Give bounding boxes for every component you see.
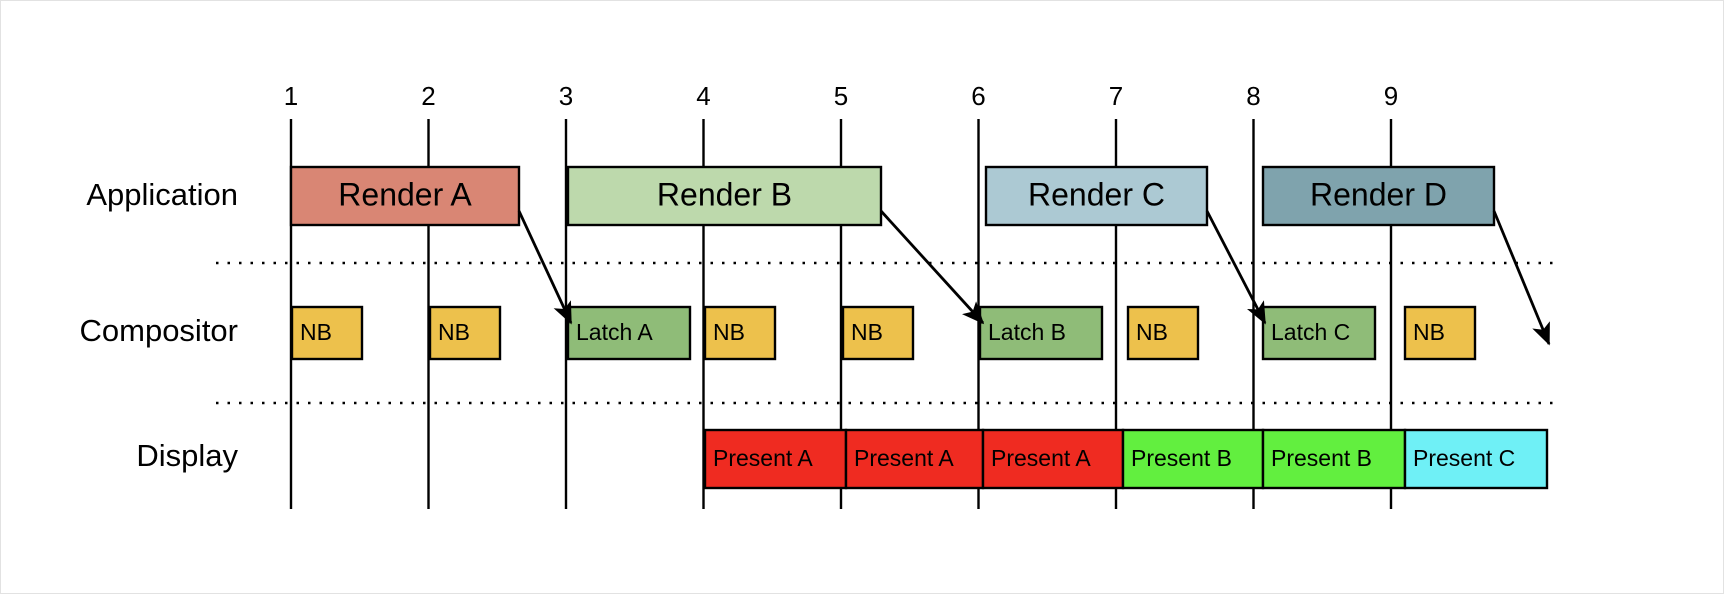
display-block-2[interactable]: Present A (981, 428, 1125, 490)
compositor-block-3[interactable]: NB (703, 305, 777, 361)
compositor-block-rect-2[interactable] (566, 305, 692, 361)
row-label-application: Application (86, 177, 238, 212)
compositor-block-label-3: NB (713, 319, 745, 345)
row-label-compositor: Compositor (80, 313, 239, 348)
compositor-block-1[interactable]: NB (428, 305, 502, 361)
application-block-rect-1[interactable] (566, 165, 883, 227)
display-block-5[interactable]: Present C (1403, 428, 1549, 490)
display-block-4[interactable]: Present B (1261, 428, 1407, 490)
compositor-block-label-4: NB (851, 319, 883, 345)
display-block-3[interactable]: Present B (1121, 428, 1265, 490)
tick-label-9: 9 (1384, 81, 1398, 111)
application-block-2[interactable]: Render C (984, 165, 1209, 227)
compositor-block-rect-6[interactable] (1126, 305, 1200, 361)
display-block-label-5: Present C (1413, 445, 1515, 471)
render-b-to-latch-b-arrow (879, 210, 985, 325)
display-block-rect-5[interactable] (1403, 428, 1549, 490)
display-block-rect-1[interactable] (844, 428, 985, 490)
application-block-label-3: Render D (1310, 176, 1447, 212)
display-block-label-3: Present B (1131, 445, 1232, 471)
row-label-display: Display (136, 438, 238, 473)
compositor-block-label-1: NB (438, 319, 470, 345)
compositor-block-rect-4[interactable] (841, 305, 915, 361)
display-block-1[interactable]: Present A (844, 428, 985, 490)
application-block-label-2: Render C (1028, 176, 1165, 212)
compositor-row-blocks: NB NB Latch A NB NB Latch B NB Latch C NB (290, 305, 1477, 361)
compositor-block-0[interactable]: NB (290, 305, 364, 361)
render-c-to-latch-c-arrow (1205, 210, 1267, 325)
compositor-block-rect-5[interactable] (978, 305, 1104, 361)
display-block-rect-2[interactable] (981, 428, 1125, 490)
tick-label-group: 1 2 3 4 5 6 7 8 9 (284, 81, 1398, 111)
compositor-block-5[interactable]: Latch B (978, 305, 1104, 361)
display-row-blocks: Present A Present A Present A Present B Pres… (703, 428, 1549, 490)
render-d-to-offscreen-arrow (1492, 210, 1551, 346)
compositor-block-rect-7[interactable] (1261, 305, 1377, 361)
compositor-block-label-6: NB (1136, 319, 1168, 345)
display-block-rect-3[interactable] (1121, 428, 1265, 490)
compositor-block-4[interactable]: NB (841, 305, 915, 361)
display-block-label-2: Present A (991, 445, 1091, 471)
tick-label-4: 4 (696, 81, 710, 111)
render-a-to-latch-a-arrow (517, 210, 573, 325)
application-block-0[interactable]: Render A (289, 165, 521, 227)
tick-label-8: 8 (1246, 81, 1260, 111)
tick-label-5: 5 (834, 81, 848, 111)
compositor-block-label-0: NB (300, 319, 332, 345)
application-block-rect-3[interactable] (1261, 165, 1496, 227)
compositor-block-rect-3[interactable] (703, 305, 777, 361)
compositor-block-8[interactable]: NB (1403, 305, 1477, 361)
compositor-block-label-8: NB (1413, 319, 1445, 345)
tick-label-3: 3 (559, 81, 573, 111)
compositor-block-label-5: Latch B (988, 319, 1066, 345)
compositor-block-label-7: Latch C (1271, 319, 1350, 345)
tick-label-1: 1 (284, 81, 298, 111)
display-block-label-4: Present B (1271, 445, 1372, 471)
compositor-block-rect-0[interactable] (290, 305, 364, 361)
tick-label-7: 7 (1109, 81, 1123, 111)
compositor-block-7[interactable]: Latch C (1261, 305, 1377, 361)
application-block-rect-2[interactable] (984, 165, 1209, 227)
tick-label-6: 6 (971, 81, 985, 111)
application-block-3[interactable]: Render D (1261, 165, 1496, 227)
tick-label-2: 2 (421, 81, 435, 111)
compositor-block-rect-8[interactable] (1403, 305, 1477, 361)
application-row-blocks: Render A Render B Render C Render D (289, 165, 1496, 227)
compositor-block-rect-1[interactable] (428, 305, 502, 361)
display-block-0[interactable]: Present A (703, 428, 848, 490)
compositor-block-6[interactable]: NB (1126, 305, 1200, 361)
arrow-group (517, 210, 1551, 346)
compositor-block-label-2: Latch A (576, 319, 653, 345)
display-block-label-0: Present A (713, 445, 813, 471)
application-block-rect-0[interactable] (289, 165, 521, 227)
display-block-rect-4[interactable] (1261, 428, 1407, 490)
display-block-label-1: Present A (854, 445, 954, 471)
compositor-block-2[interactable]: Latch A (566, 305, 692, 361)
application-block-label-1: Render B (657, 176, 792, 212)
application-block-1[interactable]: Render B (566, 165, 883, 227)
application-block-label-0: Render A (338, 176, 472, 212)
